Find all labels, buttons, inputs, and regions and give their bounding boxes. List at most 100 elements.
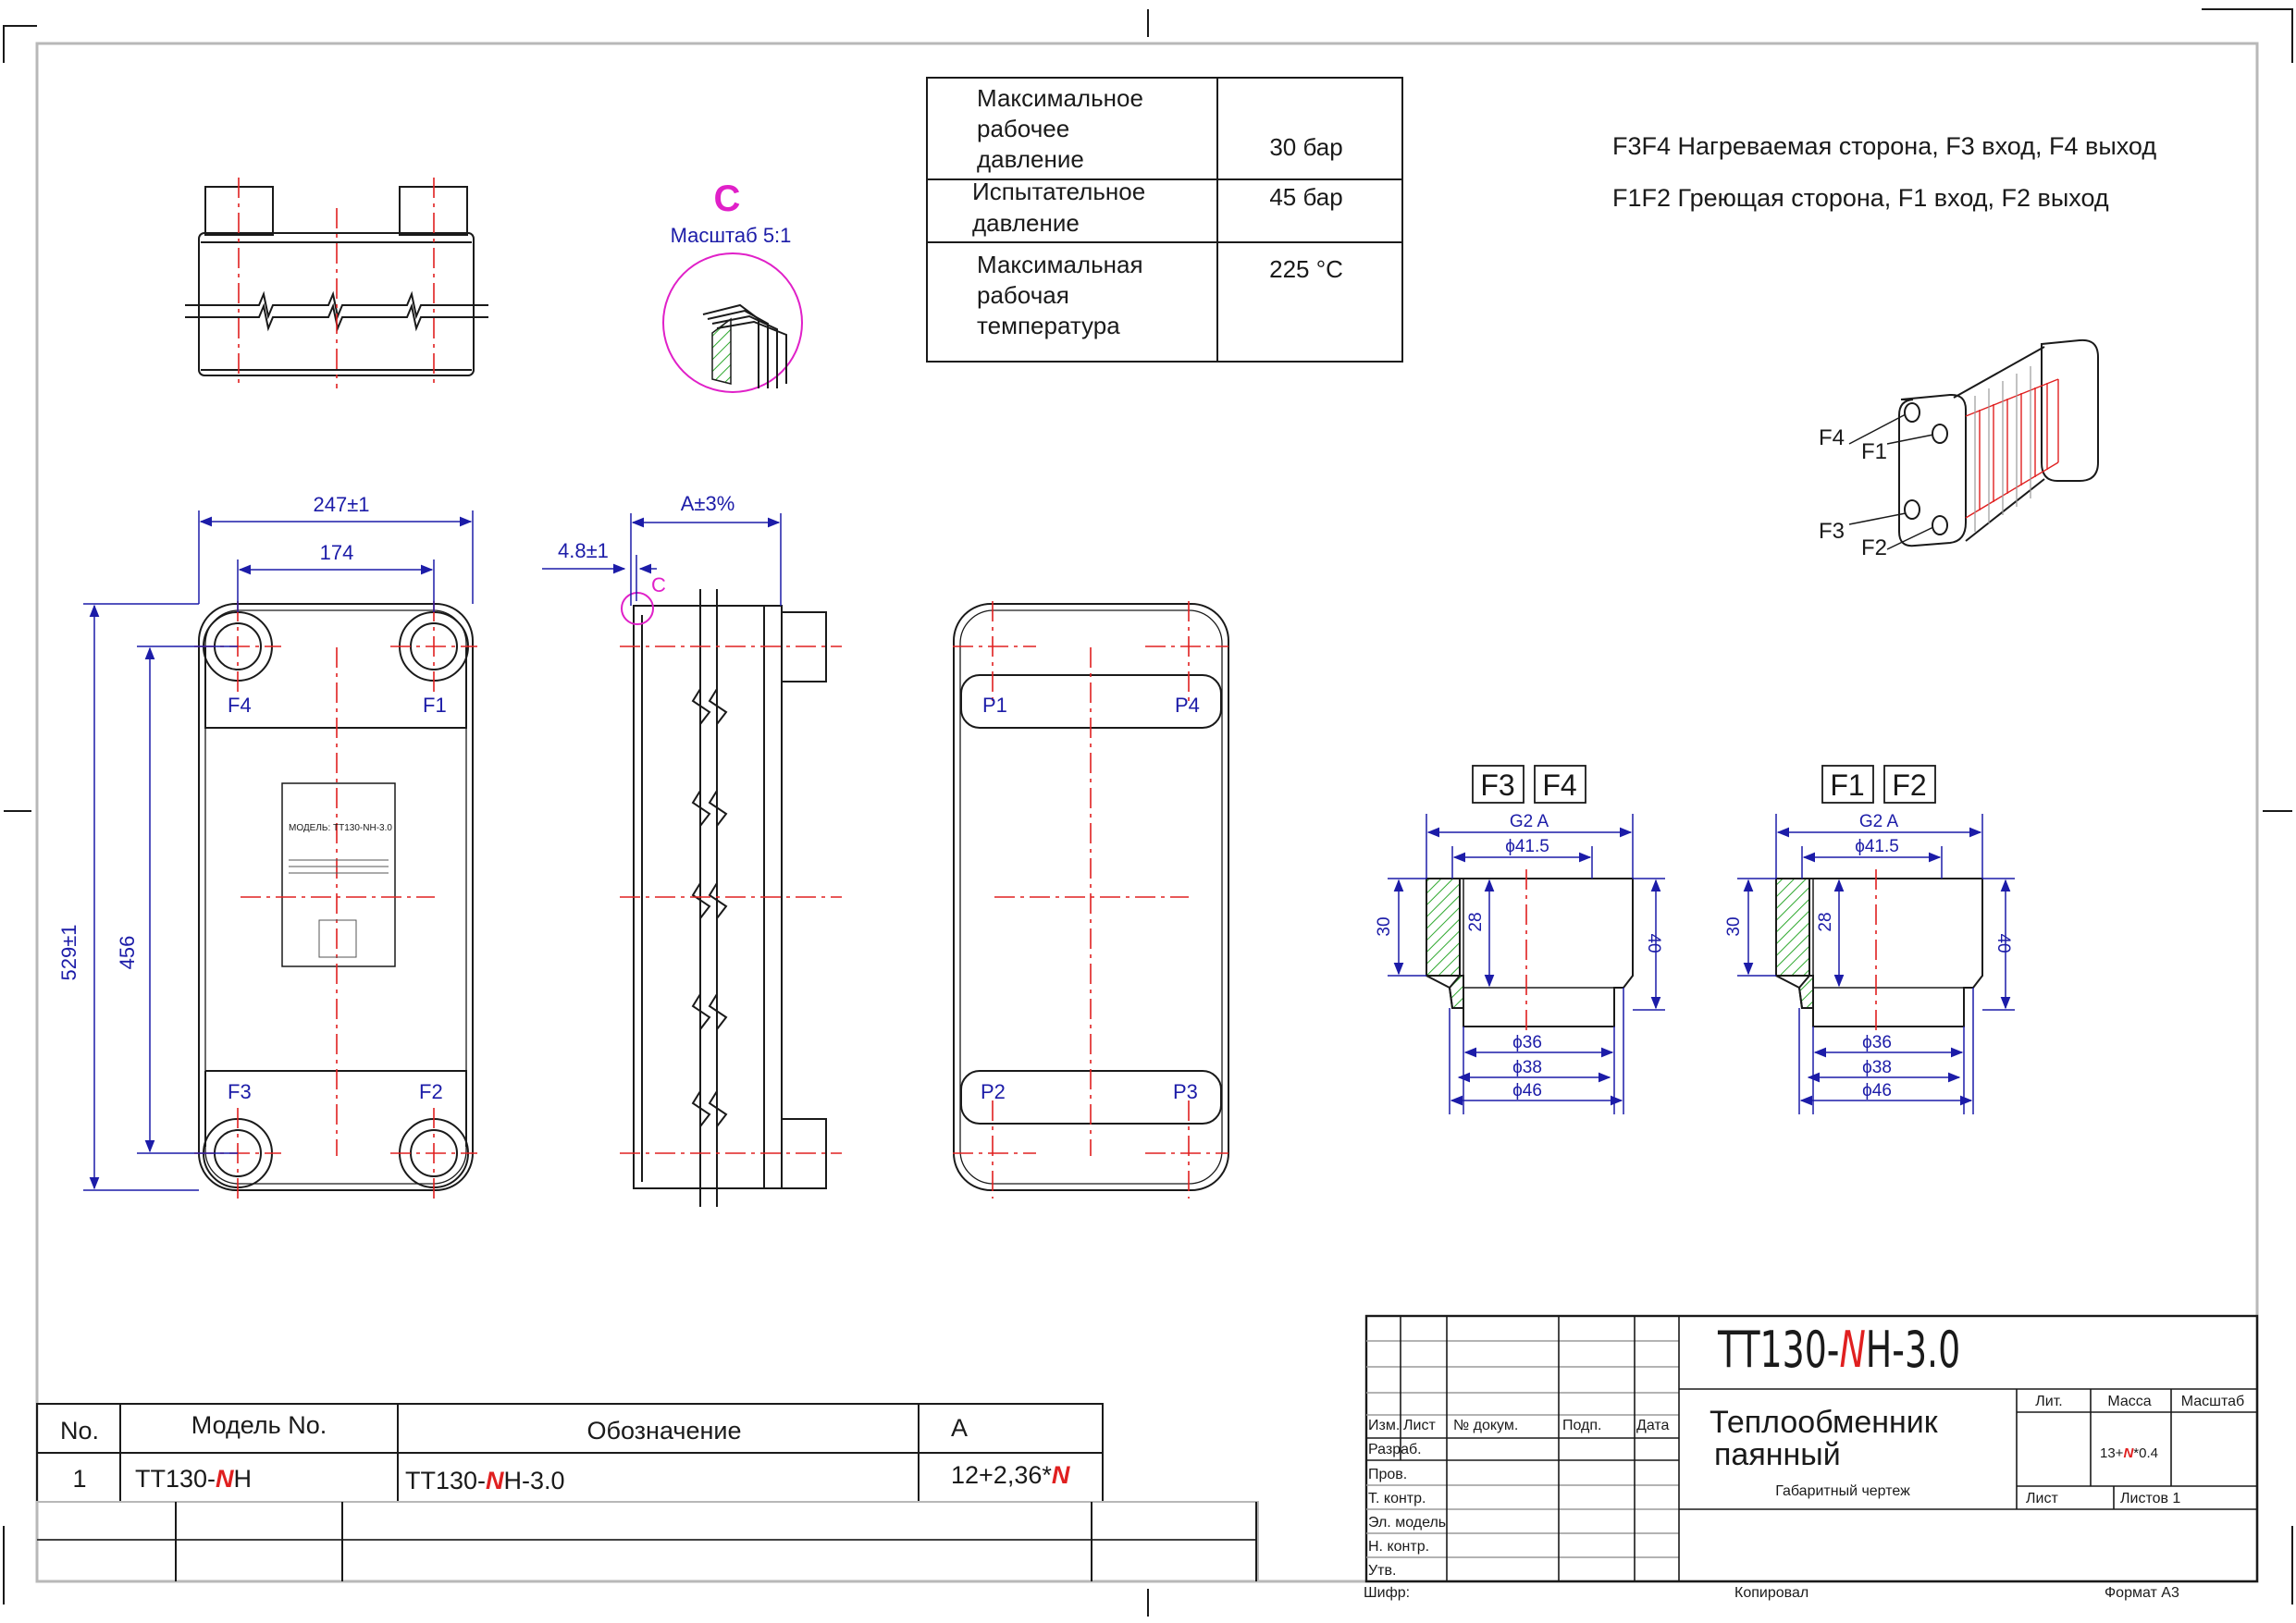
designation-suffix: H-3.0 <box>504 1467 565 1494</box>
conn-2-d3: ϕ46 <box>1862 1081 1892 1100</box>
spec-2-label-line-2: давление <box>972 209 1080 237</box>
nameplate-model: МОДЕЛЬ: ТТ130-NH-3.0 <box>289 823 392 833</box>
conn-1-d3: ϕ46 <box>1512 1081 1542 1100</box>
specs-table <box>926 77 1403 363</box>
mass-suffix: *0.4 <box>2133 1445 2158 1461</box>
side-view-dimensions <box>542 513 782 606</box>
isometric-labels: F4 F1 F3 F2 <box>1819 425 1887 560</box>
detail-c-letter: C <box>714 178 741 219</box>
title-role-tech-control: Т. контр. <box>1368 1491 1426 1506</box>
model-table-header-model: Модель No. <box>191 1411 327 1439</box>
dim-width: 247±1 <box>313 493 369 516</box>
front-view-dimension-labels: 247±1 174 529±1 456 <box>57 493 370 981</box>
detail-c-view: C Масштаб 5:1 <box>662 178 803 393</box>
designation-variable: N <box>486 1467 504 1494</box>
title-col-sign: Подп. <box>1562 1418 1602 1433</box>
title-mass-value: 13+N*0.4 <box>2100 1445 2158 1461</box>
conn-2-h-total: 40 <box>1994 933 2013 953</box>
conn-1-h-total: 40 <box>1644 933 1663 953</box>
model-table-row-model: TT130-NH <box>135 1465 252 1493</box>
spec-1-value: 30 бар <box>1269 133 1342 161</box>
connection-section-1: F3 F4 <box>1375 765 1665 1114</box>
spec-3-label-line-3: температура <box>977 312 1120 339</box>
spec-2-value: 45 бар <box>1269 183 1342 211</box>
title-mass-label: Масса <box>2107 1394 2151 1409</box>
title-block-grid <box>1364 1314 2259 1583</box>
note-heated-side: F3F4 Нагреваемая сторона, F3 вход, F4 вы… <box>1612 132 2156 160</box>
dim-frame: 4.8±1 <box>558 539 609 562</box>
port-label-p1: P1 <box>982 694 1007 717</box>
model-table-row-no: 1 <box>72 1465 86 1493</box>
model-table-text: No. Модель No. Обозначение A 1 TT130-NH … <box>60 1411 1070 1494</box>
port-label-p2: P2 <box>981 1080 1006 1103</box>
title-code-prefix: TT130- <box>1717 1322 1839 1379</box>
mass-variable: N <box>2123 1445 2134 1461</box>
model-suffix: H <box>234 1465 253 1493</box>
conn-1-tag-b: F4 <box>1542 768 1576 802</box>
title-col-doc: № докум. <box>1453 1418 1518 1433</box>
spec-1-label-line-1: Максимальное <box>977 84 1143 112</box>
mass-prefix: 13+ <box>2100 1445 2124 1461</box>
conn-1-h-bore: 28 <box>1466 912 1486 931</box>
model-prefix: TT130- <box>135 1465 216 1493</box>
note-heating-side: F1F2 Греющая сторона, F1 вход, F2 выход <box>1612 184 2109 212</box>
side-notes: F3F4 Нагреваемая сторона, F3 вход, F4 вы… <box>1612 132 2156 212</box>
conn-2-d1: ϕ36 <box>1862 1033 1892 1052</box>
title-role-developer: Разраб. <box>1368 1442 1422 1457</box>
model-table-row-designation: TT130-NH-3.0 <box>405 1467 565 1494</box>
conn-2-d2: ϕ38 <box>1862 1058 1892 1077</box>
title-code-variable: N <box>1839 1322 1865 1379</box>
model-table-row-a: 12+2,36*N <box>951 1461 1070 1489</box>
port-label-f1: F1 <box>423 694 447 717</box>
port-label-f4: F4 <box>228 694 252 717</box>
conn-2-thread: G2 A <box>1859 812 1899 831</box>
spec-3-label-line-2: рабочая <box>977 281 1069 309</box>
port-label-p3: P3 <box>1173 1080 1198 1103</box>
title-col-date: Дата <box>1636 1418 1670 1433</box>
back-view-labels: P1 P4 P2 P3 <box>981 694 1200 1103</box>
conn-2-h-outer: 30 <box>1724 916 1744 936</box>
spec-1-label-line-2: рабочее <box>977 115 1069 142</box>
front-view <box>194 601 477 1199</box>
conn-2-h-bore: 28 <box>1816 912 1835 931</box>
model-table-header-a: A <box>951 1414 968 1442</box>
designation-prefix: TT130- <box>405 1467 486 1494</box>
a-prefix: 12+2,36* <box>951 1461 1052 1489</box>
dim-thickness: A±3% <box>681 492 735 515</box>
title-scale-label: Масштаб <box>2181 1394 2244 1409</box>
conn-1-d1: ϕ36 <box>1512 1033 1542 1052</box>
detail-c-scale: Масштаб 5:1 <box>671 224 792 247</box>
model-table-header-no: No. <box>60 1417 99 1445</box>
port-label-f3: F3 <box>228 1080 252 1103</box>
spec-3-label-line-1: Максимальная <box>977 251 1143 278</box>
conn-1-d-inner-top: ϕ41.5 <box>1505 837 1549 856</box>
title-block-text: TT130-NH-3.0 Теплообменник паянный Габар… <box>1364 1322 2244 1601</box>
title-copied-label: Копировал <box>1734 1585 1808 1601</box>
spec-1-label-line-3: давление <box>977 145 1084 173</box>
dim-port-vertical: 456 <box>116 936 139 970</box>
title-col-list: Лист <box>1403 1418 1436 1433</box>
conn-1-thread: G2 A <box>1510 812 1549 831</box>
dim-port-spacing: 174 <box>320 541 354 564</box>
a-variable: N <box>1052 1461 1070 1489</box>
iso-label-f4: F4 <box>1819 425 1845 450</box>
iso-label-f3: F3 <box>1819 519 1845 544</box>
conn-1-tag-a: F3 <box>1480 768 1514 802</box>
conn-1-h-outer: 30 <box>1375 916 1394 936</box>
model-variable: N <box>216 1465 234 1493</box>
spec-3-value: 225 °C <box>1269 255 1343 283</box>
back-view <box>953 601 1229 1199</box>
title-sheet-label: Лист <box>2026 1491 2058 1506</box>
title-code-suffix: H-3.0 <box>1866 1322 1960 1379</box>
conn-2-d-inner-top: ϕ41.5 <box>1855 837 1899 856</box>
title-lit-label: Лит. <box>2035 1394 2062 1409</box>
port-label-p4: P4 <box>1175 694 1200 717</box>
specs-text: Максимальное рабочее давление 30 бар Исп… <box>972 84 1343 339</box>
model-table-header-designation: Обозначение <box>587 1417 742 1445</box>
title-role-model: Эл. модель <box>1368 1515 1446 1531</box>
title-name-line-2: паянный <box>1714 1437 1841 1472</box>
conn-2-tag-a: F1 <box>1830 768 1864 802</box>
title-code: TT130-NH-3.0 <box>1717 1322 1960 1379</box>
conn-1-d2: ϕ38 <box>1512 1058 1542 1077</box>
